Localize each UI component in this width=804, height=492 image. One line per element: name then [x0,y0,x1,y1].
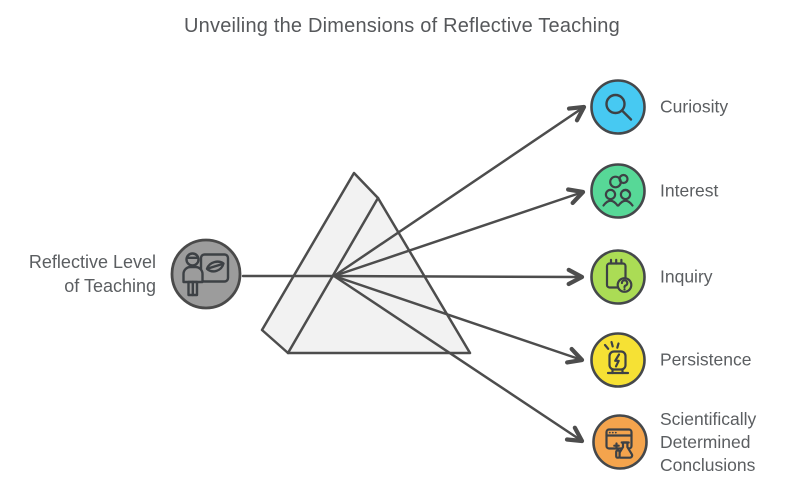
output-label-interest: Interest [660,180,719,201]
ray-to-curiosity [332,104,587,278]
output-node-curiosity [590,79,646,135]
ray-to-interest [332,187,586,278]
prism-shape [260,171,472,355]
output-label-curiosity: Curiosity [660,96,729,117]
source-label: Reflective Level of Teaching [28,252,156,296]
diagram-title: Unveiling the Dimensions of Reflective T… [184,15,620,37]
ray-to-inquiry [332,267,585,287]
browser-flask-icon [592,414,648,470]
output-node-inquiry [590,249,646,305]
output-node-persistence [590,332,646,388]
output-label-persistence: Persistence [660,349,752,370]
magnifier-icon [590,79,646,135]
teacher-presentation-icon [170,238,242,310]
output-label-conclusions: Scientifically Determined Conclusions [660,408,757,475]
output-label-inquiry: Inquiry [660,266,713,287]
source-node [170,238,242,310]
output-node-conclusions [592,414,648,470]
notepad-question-icon [590,249,646,305]
team-rings-icon [590,163,646,219]
ray-to-persistence [332,274,585,365]
output-node-interest [590,163,646,219]
ray-to-conclusions [332,274,585,444]
fist-lightning-icon [590,332,646,388]
